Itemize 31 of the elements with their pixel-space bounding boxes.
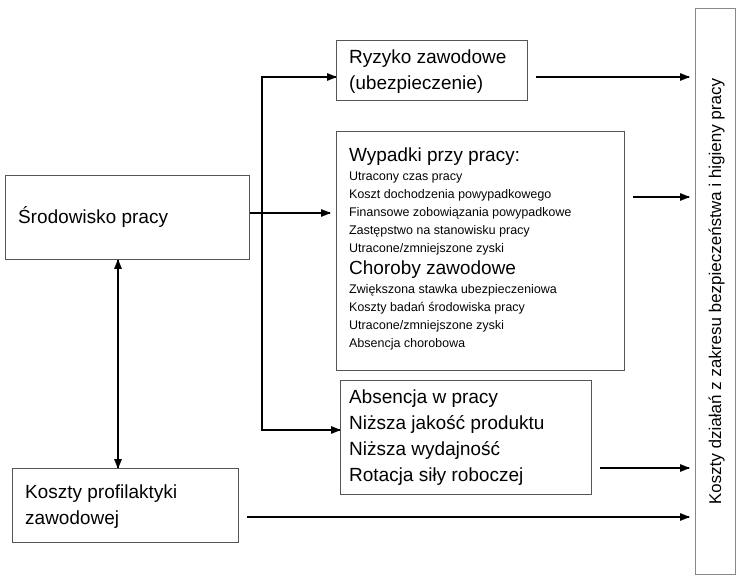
arrow: [633, 193, 690, 201]
list-item: Absencja chorobowa: [349, 335, 466, 352]
box-label: Koszty profilaktyki zawodowej: [25, 480, 178, 530]
arrow: [114, 259, 122, 469]
list-item: Rotacja siły roboczej: [349, 464, 524, 488]
arrow: [250, 212, 341, 434]
process-box: [12, 468, 239, 543]
process-box: [695, 8, 736, 575]
process-box: [5, 175, 250, 260]
arrow: [536, 73, 690, 81]
list-item: Koszty badań środowiska pracy: [349, 299, 526, 316]
list-item: Utracone/zmniejszone zyski: [349, 317, 505, 334]
list-item: Zastępstwo na stanowisku pracy: [349, 222, 531, 239]
list-item: Niższa jakość produktu: [349, 412, 546, 436]
box-label: Ryzyko zawodowe (ubezpieczenie): [349, 46, 508, 96]
arrow: [600, 464, 690, 472]
box-heading: Choroby zawodowe: [349, 257, 517, 280]
list-item: Niższa wydajność: [349, 438, 501, 462]
list-item: Koszt dochodzenia powypadkowego: [349, 186, 552, 203]
list-item: Finansowe zobowiązania powypadkowe: [349, 204, 572, 221]
arrow: [247, 513, 690, 521]
process-box: [336, 131, 625, 371]
box-label: Koszty działań z zakresu bezpieczeństwa i higieny pracy: [707, 78, 724, 505]
list-item: Zwiększona stawka ubezpieczeniowa: [349, 281, 558, 298]
box-label: Środowisko pracy: [18, 205, 169, 230]
list-item: Utracone/zmniejszone zyski: [349, 240, 505, 257]
process-box: [340, 380, 592, 495]
box-heading: Wypadki przy pracy:: [349, 144, 521, 167]
process-box: [336, 40, 528, 101]
list-item: Utracony czas pracy: [349, 168, 464, 185]
list-item: Absencja w pracy: [349, 386, 499, 410]
